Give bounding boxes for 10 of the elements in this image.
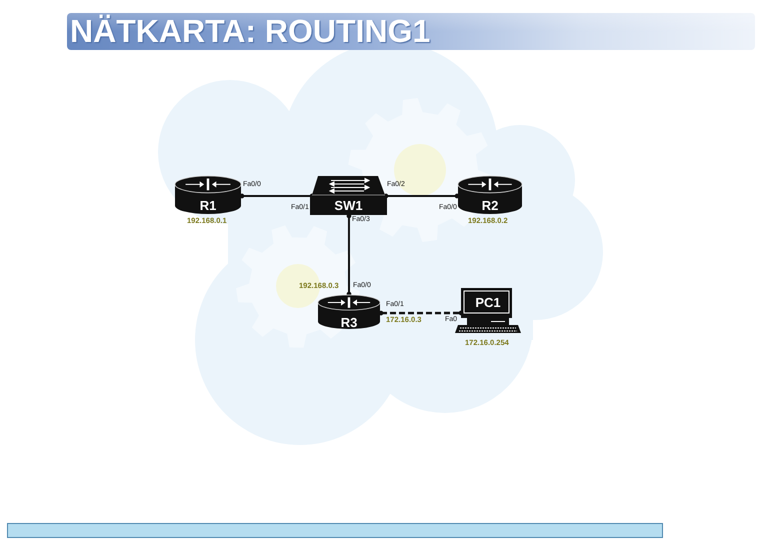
- device-name: R3: [340, 316, 358, 329]
- device-name: PC1: [474, 296, 502, 309]
- dashed-link: [378, 310, 464, 316]
- network-link: [240, 194, 314, 198]
- device-name: SW1: [333, 199, 364, 212]
- page-title: NÄTKARTA: ROUTING1: [70, 16, 430, 47]
- network-link: [346, 214, 352, 296]
- device-name: R2: [480, 199, 500, 212]
- device-name: R1: [198, 199, 218, 212]
- network-link: [384, 194, 460, 198]
